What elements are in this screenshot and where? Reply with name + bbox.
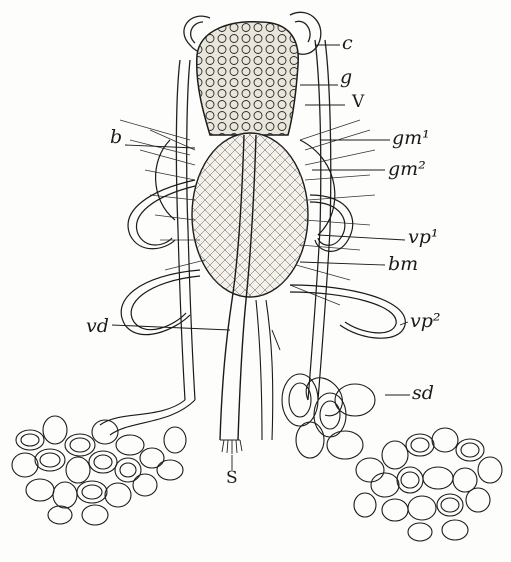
label-gm1: gm¹ xyxy=(392,129,430,148)
label-vp2: vp² xyxy=(410,312,441,331)
label-vp1: vp¹ xyxy=(408,228,439,247)
label-b: b xyxy=(110,128,122,147)
label-v: V xyxy=(352,94,364,111)
tube-end xyxy=(220,440,242,454)
label-sd: sd xyxy=(412,384,434,403)
gland-body xyxy=(192,133,308,297)
right-coil-mass xyxy=(282,374,502,541)
label-g: g xyxy=(340,68,352,87)
label-bm: bm xyxy=(388,255,418,274)
label-vd: vd xyxy=(86,317,109,336)
left-coil-mass xyxy=(12,400,195,525)
ganglion xyxy=(197,22,299,135)
label-s: S xyxy=(226,470,238,487)
label-gm2: gm² xyxy=(388,160,426,179)
label-c: c xyxy=(342,34,353,53)
